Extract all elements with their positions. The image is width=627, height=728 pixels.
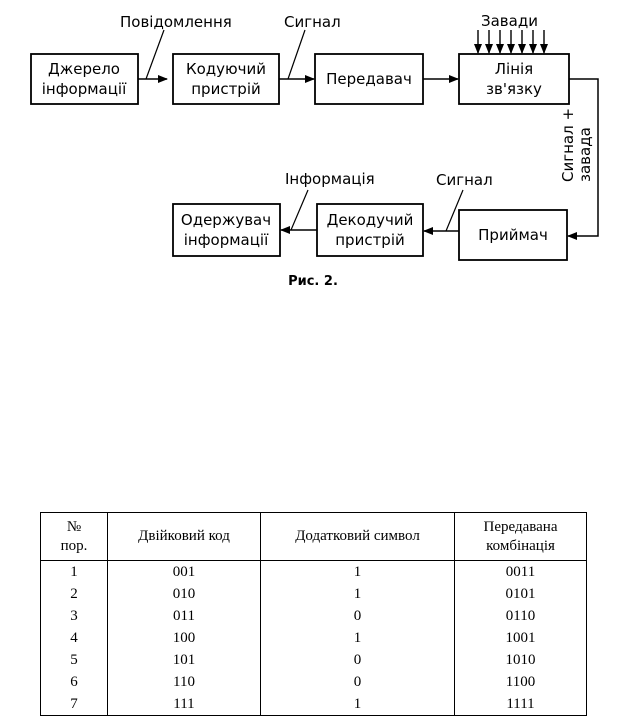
- header-transmitted: Передавана комбінація: [454, 512, 587, 561]
- header-number-line2: пор.: [60, 537, 88, 554]
- svg-text:Одержувач: Одержувач: [181, 211, 271, 229]
- noise-label: Завади: [481, 12, 538, 30]
- svg-text:зв'язку: зв'язку: [486, 80, 542, 98]
- signal-bottom-label: Сигнал: [436, 171, 493, 189]
- signal-noise-label-2: завада: [576, 127, 594, 182]
- recipient-block: Одержувач інформації: [172, 203, 281, 257]
- svg-text:Декодучий: Декодучий: [327, 211, 414, 229]
- signal-bottom-leader-line: [445, 189, 464, 232]
- transmitter-block: Передавач: [314, 53, 424, 105]
- cell-transmitted: 1111: [454, 693, 587, 716]
- svg-text:Джерело: Джерело: [48, 60, 120, 78]
- cell-binary: 111: [107, 693, 261, 716]
- header-transmitted-line2: комбінація: [486, 537, 555, 554]
- svg-text:інформації: інформації: [184, 231, 269, 249]
- cell-extra: 0: [260, 671, 455, 693]
- encoder-block: Кодуючий пристрій: [172, 53, 280, 105]
- cell-number: 3: [40, 605, 108, 627]
- header-extra-symbol: Додатковий символ: [260, 512, 455, 561]
- decoder-block: Декодучий пристрій: [316, 203, 424, 257]
- cell-extra: 0: [260, 649, 455, 671]
- header-transmitted-line1: Передавана: [483, 518, 558, 535]
- cell-transmitted: 1010: [454, 649, 587, 671]
- table-row: 4 100 1 1001: [40, 627, 587, 649]
- svg-text:пристрій: пристрій: [335, 231, 405, 249]
- cell-transmitted: 1100: [454, 671, 587, 693]
- cell-transmitted: 0101: [454, 583, 587, 605]
- svg-text:інформації: інформації: [42, 80, 127, 98]
- cell-extra: 1: [260, 693, 455, 716]
- svg-text:Кодуючий: Кодуючий: [186, 60, 266, 78]
- receiver-block: Приймач: [458, 209, 568, 261]
- channel-block: Лінія зв'язку: [458, 53, 570, 105]
- cell-binary: 011: [107, 605, 261, 627]
- table-row: 1 001 1 0011: [40, 560, 587, 583]
- information-label: Інформація: [285, 170, 375, 188]
- arrow-channel-to-receiver: [567, 78, 599, 240]
- table-header-row: № пор. Двійковий код Додатковий символ П…: [40, 512, 587, 561]
- message-label: Повідомлення: [120, 13, 232, 31]
- svg-text:Лінія: Лінія: [495, 60, 533, 78]
- table-row: 2 010 1 0101: [40, 583, 587, 605]
- header-binary-code: Двійковий код: [107, 512, 261, 561]
- signal-top-leader-line: [287, 29, 306, 80]
- figure-caption: Рис. 2.: [288, 274, 338, 289]
- cell-transmitted: 1001: [454, 627, 587, 649]
- signal-top-label: Сигнал: [284, 13, 341, 31]
- cell-binary: 101: [107, 649, 261, 671]
- svg-text:Передавач: Передавач: [326, 70, 412, 88]
- cell-extra: 1: [260, 560, 455, 583]
- table-row: 7 111 1 1111: [40, 693, 587, 716]
- communication-system-diagram: Джерело інформації Кодуючий пристрій Пер…: [30, 12, 599, 289]
- cell-number: 5: [40, 649, 108, 671]
- cell-extra: 0: [260, 605, 455, 627]
- cell-extra: 1: [260, 627, 455, 649]
- header-number: № пор.: [40, 512, 108, 561]
- cell-binary: 010: [107, 583, 261, 605]
- encoding-table: № пор. Двійковий код Додатковий символ П…: [40, 512, 587, 716]
- signal-noise-label: Сигнал +: [559, 108, 577, 182]
- cell-number: 2: [40, 583, 108, 605]
- table-row: 6 110 0 1100: [40, 671, 587, 693]
- svg-text:пристрій: пристрій: [191, 80, 261, 98]
- cell-binary: 110: [107, 671, 261, 693]
- cell-number: 6: [40, 671, 108, 693]
- header-number-line1: №: [66, 518, 82, 535]
- noise-arrows: [474, 30, 548, 54]
- cell-number: 1: [40, 560, 108, 583]
- svg-text:Приймач: Приймач: [478, 226, 548, 244]
- cell-binary: 100: [107, 627, 261, 649]
- table-row: 5 101 0 1010: [40, 649, 587, 671]
- cell-binary: 001: [107, 560, 261, 583]
- cell-transmitted: 0011: [454, 560, 587, 583]
- cell-extra: 1: [260, 583, 455, 605]
- source-block: Джерело інформації: [30, 53, 139, 105]
- table-row: 3 011 0 0110: [40, 605, 587, 627]
- cell-number: 7: [40, 693, 108, 716]
- cell-number: 4: [40, 627, 108, 649]
- message-leader-line: [145, 29, 165, 80]
- information-leader-line: [290, 189, 309, 231]
- cell-transmitted: 0110: [454, 605, 587, 627]
